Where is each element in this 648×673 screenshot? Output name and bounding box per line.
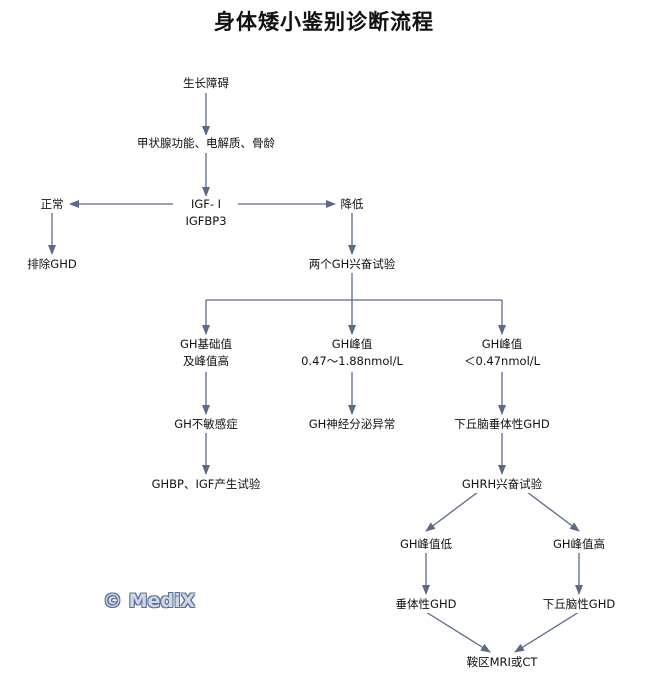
node-decreased: 降低 (340, 196, 364, 213)
node-igf-igfbp3: IGF- I IGFBP3 (185, 196, 227, 230)
node-ghbp-igf-generation-test: GHBP、IGF产生试验 (151, 476, 261, 493)
arrow-ghrh-to-peakhigh (526, 491, 580, 532)
node-igfbp3-label: IGFBP3 (185, 214, 227, 228)
node-pituitary-ghd: 垂体性GHD (395, 596, 457, 613)
node-gh-peak-low-line1: GH峰值 (481, 337, 523, 351)
node-thyroid-electrolyte-boneage: 甲状腺功能、电解质、骨龄 (137, 135, 275, 152)
node-exclude-ghd: 排除GHD (27, 256, 77, 273)
node-igf1-label: IGF- I (190, 197, 222, 211)
arrow-ghrh-to-peaklow (425, 491, 479, 532)
node-gh-insensitivity: GH不敏感症 (174, 416, 238, 433)
arrow-hypothalamic-to-mri (514, 611, 580, 653)
node-gh-neurosecretory-dysfunction: GH神经分泌异常 (308, 416, 396, 433)
node-sellar-mri-or-ct: 鞍区MRI或CT (466, 654, 538, 671)
node-gh-basal-line2: 及峰值高 (183, 354, 229, 368)
node-gh-basal-peak-high: GH基础值 及峰值高 (179, 336, 233, 370)
node-hypothalamic-pituitary-ghd: 下丘脑垂体性GHD (454, 416, 550, 433)
node-gh-peak-high-2: GH峰值高 (552, 536, 606, 553)
node-gh-peak-low-2: GH峰值低 (399, 536, 453, 553)
node-ghrh-stimulation-test: GHRH兴奋试验 (461, 476, 543, 493)
node-gh-basal-line1: GH基础值 (179, 337, 233, 351)
node-gh-peak-mid: GH峰值 0.47～1.88nmol/L (301, 336, 403, 370)
diagram-title: 身体矮小鉴别诊断流程 (214, 9, 434, 34)
arrow-pituitary-to-mri (425, 611, 491, 653)
node-growth-disorder: 生长障碍 (183, 75, 229, 92)
node-gh-peak-mid-line2: 0.47～1.88nmol/L (301, 354, 403, 368)
node-gh-peak-mid-line1: GH峰值 (331, 337, 373, 351)
node-gh-peak-low: GH峰值 ＜0.47nmol/L (463, 336, 541, 370)
node-gh-peak-low-line2: ＜0.47nmol/L (463, 354, 541, 368)
node-normal: 正常 (40, 196, 64, 213)
medix-watermark-logo: © MediX (103, 590, 196, 612)
node-hypothalamic-ghd: 下丘脑性GHD (542, 596, 616, 613)
node-two-gh-stimulation-tests: 两个GH兴奋试验 (308, 256, 396, 273)
